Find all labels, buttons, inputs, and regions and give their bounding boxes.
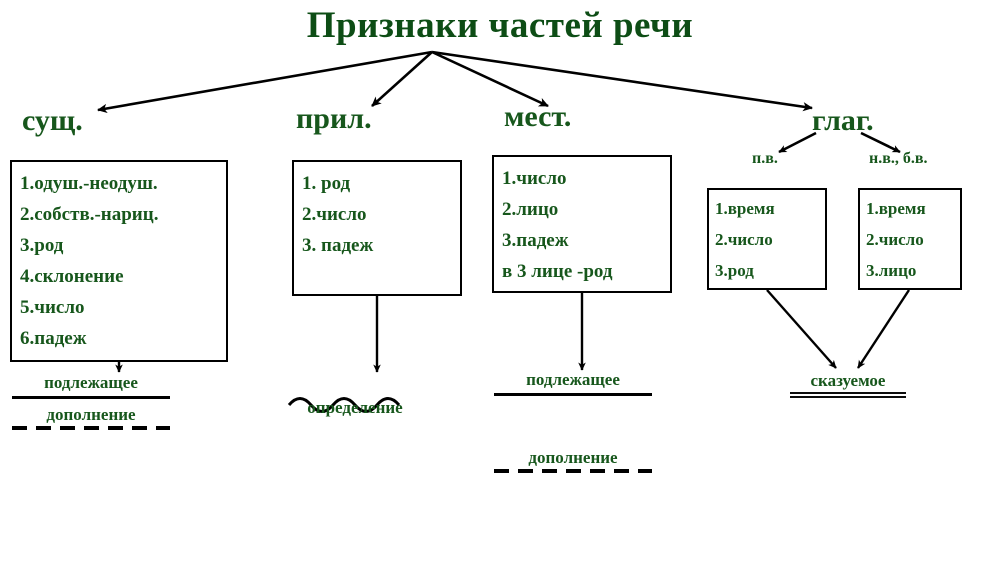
feature-item: 2.число bbox=[866, 230, 924, 249]
feature-item: в 3 лице -род bbox=[502, 261, 613, 282]
feature-item: 2.собств.-нариц. bbox=[20, 204, 159, 225]
feature-item: 6.падеж bbox=[20, 328, 87, 349]
tense-label-present-future: н.в., б.в. bbox=[869, 150, 928, 167]
feature-item: 3.род bbox=[20, 235, 64, 256]
arrow-verb-to-past bbox=[778, 131, 817, 154]
pos-header-noun: сущ. bbox=[22, 104, 83, 137]
feature-item: 1.число bbox=[502, 168, 567, 189]
feature-item: 1. род bbox=[302, 173, 351, 194]
role-label-noun-object: дополнение bbox=[12, 405, 170, 430]
role-label-noun-subject: подлежащее bbox=[12, 373, 170, 399]
feature-item: 5.число bbox=[20, 297, 85, 318]
role-label-pronoun-subject: подлежащее bbox=[494, 370, 652, 396]
arrow-past-box-to-predicate bbox=[766, 289, 837, 369]
feature-box-pronoun: 1.число 2.лицо 3.падеж в 3 лице -род bbox=[492, 155, 672, 293]
feature-item: 2.число bbox=[302, 204, 367, 225]
tense-label-past: п.в. bbox=[752, 150, 778, 167]
feature-box-verb-past: 1.время 2.число 3.род bbox=[707, 188, 827, 290]
pos-header-verb: глаг. bbox=[812, 104, 874, 137]
arrow-title-to-verb bbox=[431, 50, 813, 112]
arrow-present-future-box-to-predicate bbox=[856, 289, 911, 369]
pos-header-pronoun: мест. bbox=[504, 100, 572, 133]
feature-item: 3.род bbox=[715, 261, 754, 280]
feature-item: 3. падеж bbox=[302, 235, 374, 256]
feature-item: 3.лицо bbox=[866, 261, 917, 280]
page-title: Признаки частей речи bbox=[306, 5, 694, 46]
role-label-adjective-attribute: определение bbox=[307, 398, 403, 417]
feature-item: 4.склонение bbox=[20, 266, 124, 287]
feature-item: 1.одуш.-неодуш. bbox=[20, 173, 158, 194]
feature-item: 1.время bbox=[866, 199, 926, 218]
arrow-title-to-noun bbox=[97, 50, 433, 113]
role-label-verb-predicate: сказуемое bbox=[790, 371, 906, 398]
role-label-pronoun-object: дополнение bbox=[494, 448, 652, 473]
pos-header-adjective: прил. bbox=[296, 102, 372, 135]
feature-box-adjective: 1. род 2.число 3. падеж bbox=[292, 160, 462, 296]
feature-item: 2.число bbox=[715, 230, 773, 249]
feature-box-verb-present-future: 1.время 2.число 3.лицо bbox=[858, 188, 962, 290]
arrow-title-to-adjective bbox=[371, 51, 433, 107]
feature-item: 3.падеж bbox=[502, 230, 569, 251]
arrow-title-to-pronoun bbox=[431, 50, 549, 108]
feature-item: 2.лицо bbox=[502, 199, 559, 220]
feature-item: 1.время bbox=[715, 199, 775, 218]
feature-box-noun: 1.одуш.-неодуш. 2.собств.-нариц. 3.род 4… bbox=[10, 160, 228, 362]
